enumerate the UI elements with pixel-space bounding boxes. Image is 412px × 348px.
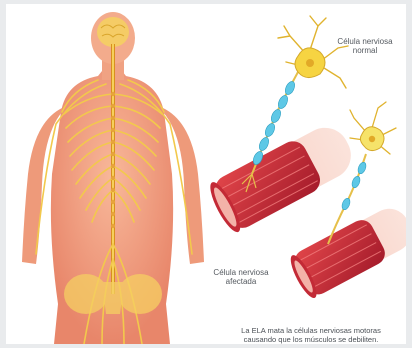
human-body-figure [22,12,204,344]
affected-neuron-diagram [286,102,406,301]
affected-cell-label-line2: afectada [206,277,276,286]
caption-line2: causando que los músculos se debiliten. [216,335,406,344]
normal-cell-label: Célula nerviosa normal [330,37,400,55]
caption-line1: La ELA mata la células nerviosas motoras [216,326,406,335]
ela-diagram: Célula nerviosa normal Célula nerviosa a… [6,4,406,344]
brain-icon [97,17,129,47]
caption: La ELA mata la células nerviosas motoras… [216,326,406,344]
affected-cell-label-line1: Célula nerviosa [206,268,276,277]
affected-muscle-icon [286,200,406,301]
normal-cell-label-line2: normal [330,46,400,55]
affected-neuron-icon [350,102,396,154]
normal-muscle-icon [205,118,360,236]
normal-cell-label-line1: Célula nerviosa [330,37,400,46]
diagram-canvas [6,4,406,344]
affected-cell-label: Célula nerviosa afectada [206,268,276,286]
